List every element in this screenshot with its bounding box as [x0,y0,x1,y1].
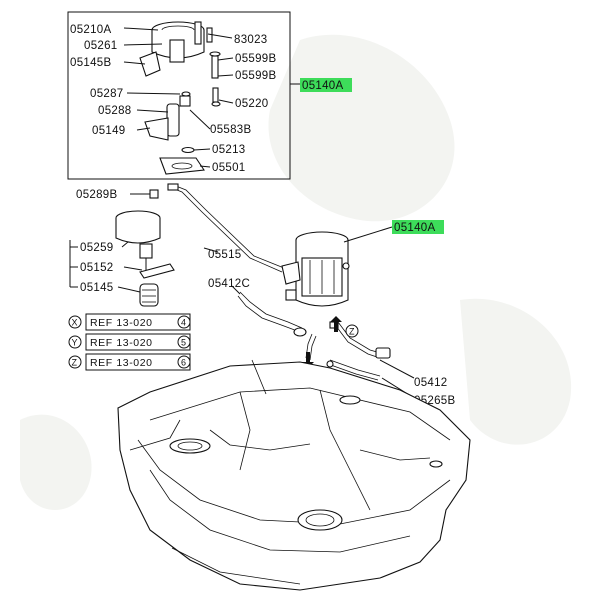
fuel-line-05515 [167,183,285,273]
svg-text:X: X [72,318,78,328]
pump-module-exploded [139,21,221,175]
reference-row-z: Z REF 13-020 6 [68,353,191,371]
sender-leaders [69,193,150,293]
leader-05412C [231,285,241,295]
svg-text:Y: Y [72,338,78,348]
callout-05220: 05220 [235,98,268,110]
callout-05210A: 05210A [70,24,111,36]
callout-05213: 05213 [212,144,245,156]
leader-05515 [203,247,219,253]
marker-z: Z [345,324,359,338]
detail-box [67,11,291,180]
callout-05140A-top: 05140A [300,78,352,92]
callout-05289B: 05289B [76,189,117,201]
callout-05515: 05515 [208,249,241,261]
callout-05412C: 05412C [208,278,250,290]
callout-05152: 05152 [80,262,113,274]
reference-row-y: Y REF 13-020 5 [68,333,191,351]
hose-05412C [237,291,307,337]
main-pump-module [281,231,350,307]
callout-05599B-2: 05599B [235,70,276,82]
callout-05583B: 05583B [210,124,251,136]
svg-text:05140A: 05140A [394,222,435,234]
callout-83023: 83023 [234,34,267,46]
svg-text:4: 4 [181,318,186,328]
detail-leaders [123,27,234,168]
leader-05140A-right [343,226,393,243]
svg-text:6: 6 [181,358,186,368]
svg-text:Z: Z [72,358,78,368]
callout-05599B-1: 05599B [235,53,276,65]
svg-text:05140A: 05140A [302,80,343,92]
svg-text:Z: Z [349,327,355,337]
svg-text:5: 5 [181,338,186,348]
reference-list: X REF 13-020 4 Y REF 13-020 5 Z REF 13-0… [68,313,191,371]
arrow-z [330,316,342,332]
callout-05261: 05261 [84,40,117,52]
callout-05412: 05412 [414,377,447,389]
callout-05501: 05501 [212,162,245,174]
callout-05287: 05287 [90,88,123,100]
svg-text:REF 13-020: REF 13-020 [90,317,153,329]
reference-row-x: X REF 13-020 4 [68,313,191,331]
fuel-tank [117,359,471,591]
svg-text:REF 13-020: REF 13-020 [90,357,153,369]
callout-05149: 05149 [92,125,125,137]
callout-05288: 05288 [98,105,131,117]
svg-text:REF 13-020: REF 13-020 [90,337,153,349]
callout-05140A-right: 05140A [392,220,444,234]
callout-05145B: 05145B [70,57,111,69]
callout-05259: 05259 [80,242,113,254]
sender-assembly [115,189,175,307]
callout-05145: 05145 [80,282,113,294]
